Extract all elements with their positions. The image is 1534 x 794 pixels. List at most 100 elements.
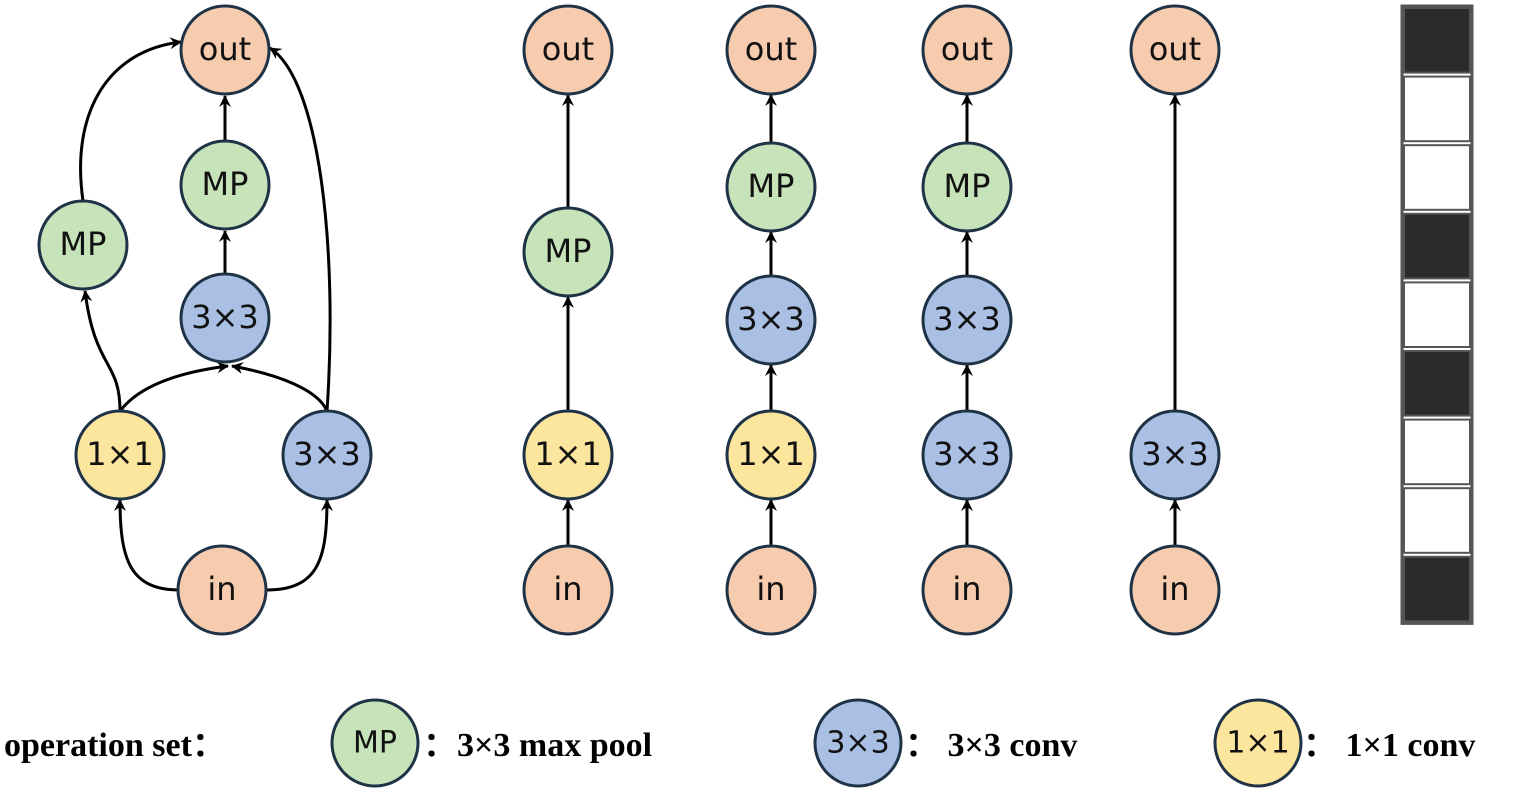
encoding-bit-1	[1403, 75, 1471, 143]
cell5-node-0-conv3x3-label: 3×3	[1141, 435, 1209, 473]
cell1-edge-conv1x1-to-mp	[80, 290, 122, 412]
cell4-node-out: out	[921, 4, 1013, 96]
encoding-bit-2	[1403, 144, 1471, 211]
cell5-node-out-circle	[1129, 4, 1221, 96]
cell4-node-0-conv3x3-label: 3×3	[933, 435, 1001, 473]
encoding-bit-7	[1403, 487, 1471, 554]
cell2-node-out-circle	[522, 4, 614, 96]
cell4-node-out-label: out	[941, 30, 993, 68]
cell5-node-out: out	[1129, 4, 1221, 96]
cell1-node-conv1x1-circle	[74, 409, 166, 501]
encoding-bit-8	[1403, 555, 1471, 623]
cell1-node-mp-center-circle	[179, 139, 271, 231]
encoding-bit-0	[1403, 7, 1471, 74]
legend-item-conv1x1: 1×1 ： 1×1 conv	[1213, 698, 1475, 788]
cell1-node-conv1x1-label: 1×1	[86, 435, 154, 473]
legend-node-label: MP	[353, 726, 397, 761]
legend-desc-max_pool: ：3×3 max pool	[423, 727, 652, 764]
cell3-node-out-label: out	[745, 30, 797, 68]
cell3-node-1-conv3x3: 3×3	[725, 274, 817, 366]
cell3-node-in-label: in	[756, 570, 785, 608]
legend-item-conv3x3: 3×3 ： 3×3 conv	[813, 698, 1077, 788]
cell1-edge-in-to-conv3x3	[265, 499, 333, 592]
cell3-node-in-circle	[725, 544, 817, 636]
cell4-node-1-conv3x3-circle	[921, 274, 1013, 366]
cell1-node-conv3x3-right-circle	[281, 409, 373, 501]
cell1-edge-conv1x1-to-conv3x3	[118, 361, 229, 412]
legend-node-label: 1×1	[1226, 726, 1289, 761]
cell1-node-in-circle	[176, 544, 268, 636]
cell1-node-out-circle	[179, 4, 271, 96]
cell5-node-in-circle	[1129, 544, 1221, 636]
legend-desc-conv1x1: ： 1×1 conv	[1303, 727, 1475, 764]
cell2-node-1-max_pool-label: MP	[545, 232, 592, 270]
cell4-node-in: in	[921, 544, 1013, 636]
cell4-node-2-max_pool-label: MP	[944, 167, 991, 205]
cell2-node-0-conv1x1: 1×1	[522, 409, 614, 501]
cell1-node-out-label: out	[199, 30, 251, 68]
legend-node-max_pool	[330, 698, 420, 788]
cell2-node-out-label: out	[542, 30, 594, 68]
cell5-node-0-conv3x3: 3×3	[1129, 409, 1221, 501]
cell3-node-1-conv3x3-label: 3×3	[737, 300, 805, 338]
cell1-edge-conv3x3-to-center	[231, 362, 329, 412]
cell1-node-mp-left-label: MP	[60, 225, 107, 263]
cell5-node-in: in	[1129, 544, 1221, 636]
legend-title: operation set：	[4, 727, 226, 764]
cell5-node-0-conv3x3-circle	[1129, 409, 1221, 501]
cell3-node-2-max_pool-circle	[725, 141, 817, 233]
cell2-node-in: in	[522, 544, 614, 636]
cell3-node-out: out	[725, 4, 817, 96]
cell4-node-2-max_pool-circle	[921, 141, 1013, 233]
cell4-node-1-conv3x3-label: 3×3	[933, 300, 1001, 338]
cell1-node-in: in	[176, 544, 268, 636]
legend-item-max_pool: MP ：3×3 max pool	[330, 698, 652, 788]
cell4-node-in-circle	[921, 544, 1013, 636]
cell4-node-0-conv3x3-circle	[921, 409, 1013, 501]
encoding-bar	[1400, 4, 1474, 625]
cell1-node-mp-center-label: MP	[202, 165, 249, 203]
cell1-node-conv3x3-center-circle	[179, 272, 271, 364]
cell3-node-1-conv3x3-circle	[725, 274, 817, 366]
cell1-edge-mp-left-to-out	[79, 37, 182, 202]
cell1-node-conv3x3-right: 3×3	[281, 409, 373, 501]
cell2-node-0-conv1x1-label: 1×1	[534, 435, 602, 473]
legend-desc-conv3x3: ： 3×3 conv	[905, 727, 1077, 764]
cell1-node-conv1x1: 1×1	[74, 409, 166, 501]
cell4-node-0-conv3x3: 3×3	[921, 409, 1013, 501]
cell2-node-1-max_pool-circle	[522, 206, 614, 298]
cell1-node-mp-left: MP	[37, 199, 129, 291]
cell3-node-0-conv1x1: 1×1	[725, 409, 817, 501]
cell1-node-mp-left-circle	[37, 199, 129, 291]
cell4-node-2-max_pool: MP	[921, 141, 1013, 233]
cell3-node-0-conv1x1-label: 1×1	[737, 435, 805, 473]
encoding-bit-5	[1403, 350, 1471, 417]
legend-node-conv1x1	[1213, 698, 1303, 788]
cell1-edge-conv3x3-right-to-out	[269, 46, 332, 412]
cell3-node-in: in	[725, 544, 817, 636]
cell2-node-1-max_pool: MP	[522, 206, 614, 298]
cell4-node-1-conv3x3: 3×3	[921, 274, 1013, 366]
cell3-node-2-max_pool: MP	[725, 141, 817, 233]
cell1-node-conv3x3-center-label: 3×3	[191, 298, 259, 336]
cell2-node-in-label: in	[553, 570, 582, 608]
cell1-node-in-label: in	[207, 570, 236, 608]
cell1-edge-in-to-conv1x1	[114, 499, 181, 592]
cell4-node-out-circle	[921, 4, 1013, 96]
cell2-node-out: out	[522, 4, 614, 96]
cell3-node-2-max_pool-label: MP	[748, 167, 795, 205]
encoding-bit-6	[1403, 418, 1471, 486]
encoding-bit-4	[1403, 281, 1471, 348]
cell3-node-0-conv1x1-circle	[725, 409, 817, 501]
cell4-node-in-label: in	[952, 570, 981, 608]
cell1-node-conv3x3-center: 3×3	[179, 272, 271, 364]
legend-node-label: 3×3	[826, 726, 889, 761]
encoding-bar-frame	[1400, 4, 1474, 625]
cell2-node-in-circle	[522, 544, 614, 636]
cell1-node-mp-center: MP	[179, 139, 271, 231]
cell1-node-out: out	[179, 4, 271, 96]
cell2-node-0-conv1x1-circle	[522, 409, 614, 501]
legend-node-conv3x3	[813, 698, 903, 788]
cell5-node-in-label: in	[1160, 570, 1189, 608]
